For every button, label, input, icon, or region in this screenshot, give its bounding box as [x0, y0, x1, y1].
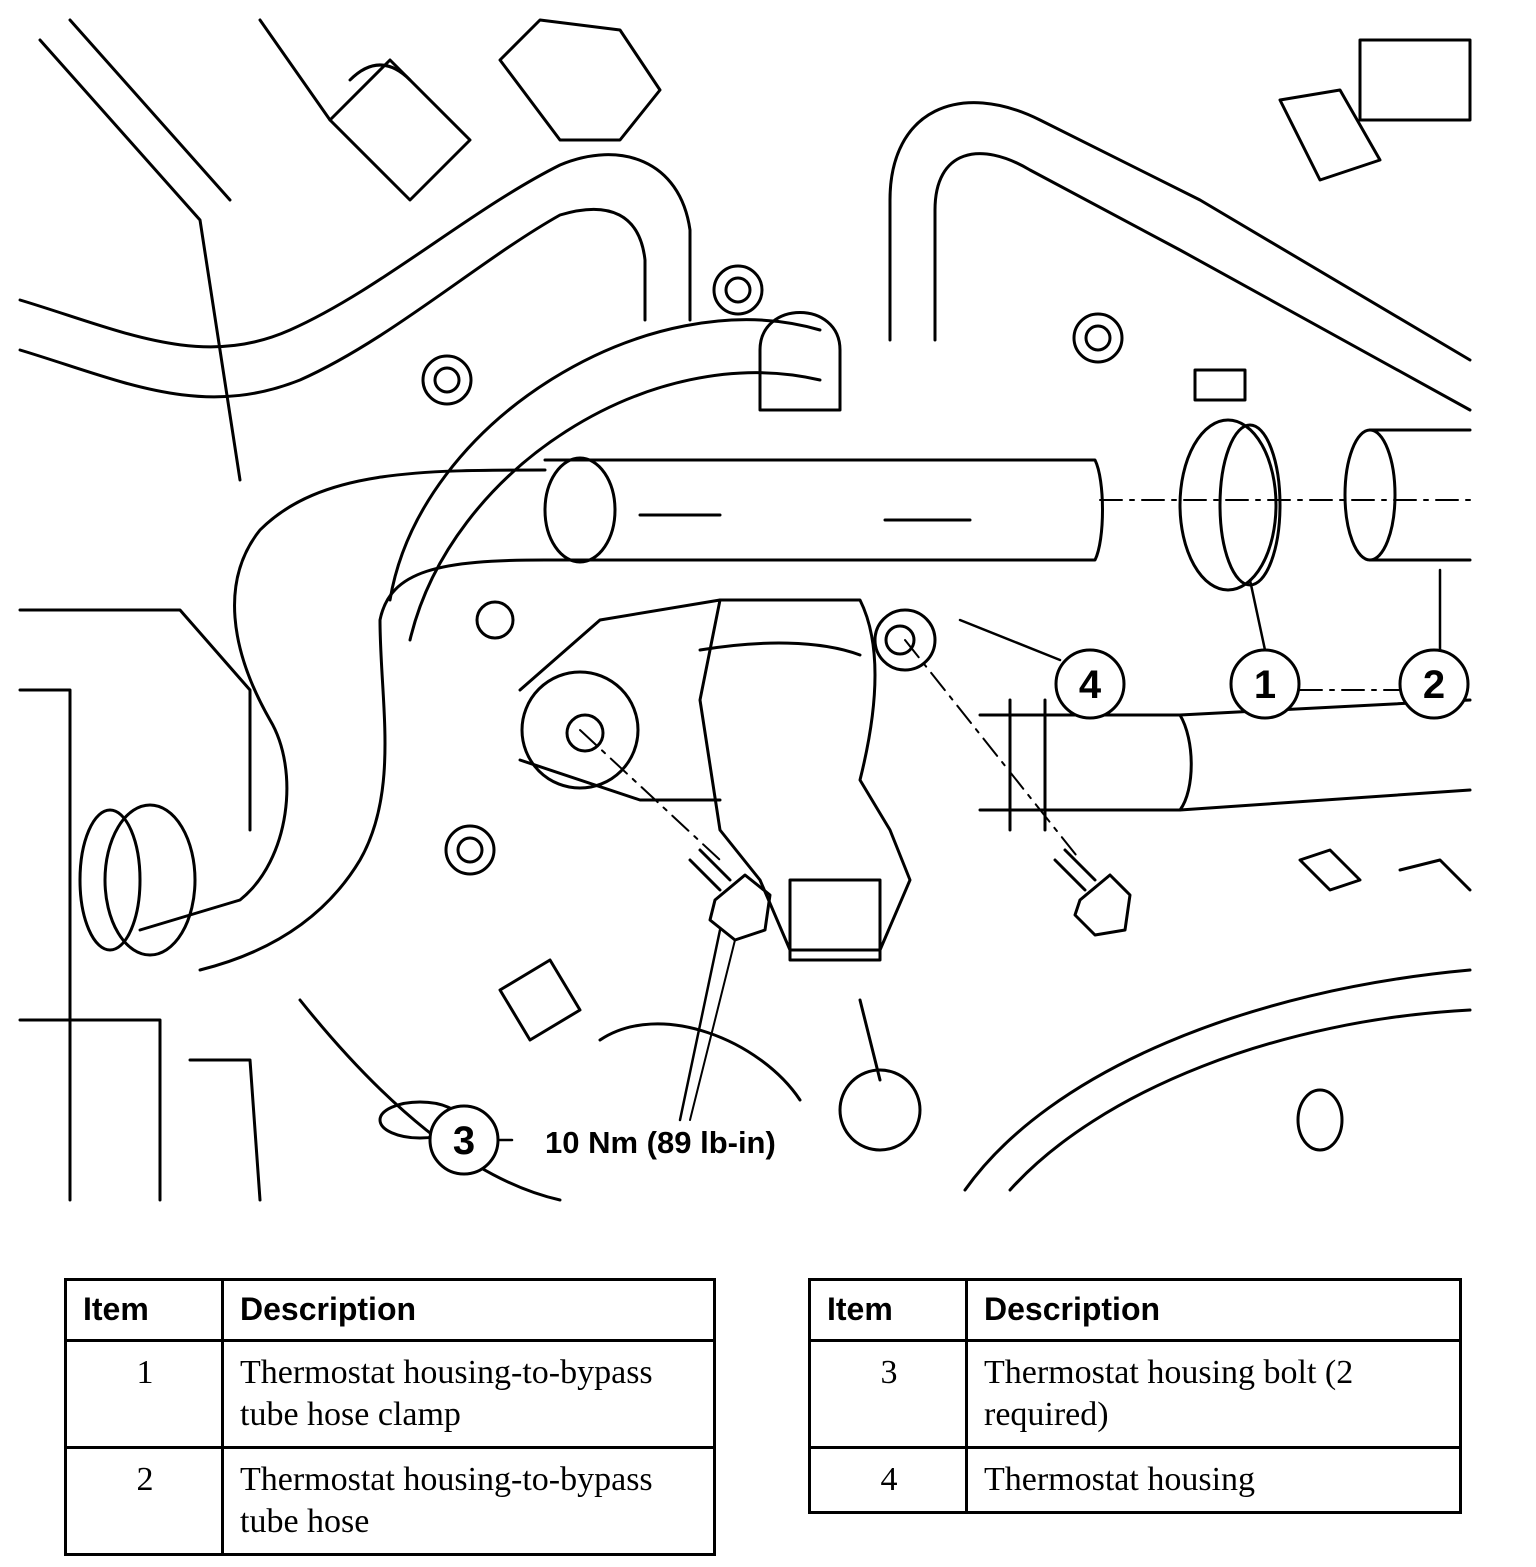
- torque-spec: 10 Nm (89 lb-in): [545, 1125, 776, 1160]
- engine-illustration: 1 2 3 4 10 Nm (89 lb-in): [18, 18, 1472, 1202]
- header-item: Item: [64, 1278, 224, 1342]
- legend-table-left: Item Description 1 Thermostat housing-to…: [64, 1278, 716, 1556]
- table-row: 1 Thermostat housing-to-bypass tube hose…: [64, 1339, 716, 1449]
- callout-2: 2: [1398, 648, 1470, 720]
- header-description: Description: [965, 1278, 1462, 1342]
- callout-1: 1: [1229, 648, 1301, 720]
- table-row: 2 Thermostat housing-to-bypass tube hose: [64, 1446, 716, 1556]
- table-row: 4 Thermostat housing: [808, 1446, 1462, 1514]
- item-number: 4: [808, 1446, 968, 1514]
- callout-2-label: 2: [1423, 663, 1445, 707]
- item-description: Thermostat housing bolt (2 required): [965, 1339, 1462, 1449]
- header-item: Item: [808, 1278, 968, 1342]
- table-header-row: Item Description: [64, 1278, 716, 1342]
- table-header-row: Item Description: [808, 1278, 1462, 1342]
- table-row: 3 Thermostat housing bolt (2 required): [808, 1339, 1462, 1449]
- item-number: 3: [808, 1339, 968, 1449]
- item-description: Thermostat housing-to-bypass tube hose: [221, 1446, 716, 1556]
- legend-table-right: Item Description 3 Thermostat housing bo…: [808, 1278, 1462, 1514]
- callout-4: 4: [1054, 648, 1126, 720]
- callout-4-label: 4: [1079, 663, 1102, 707]
- callout-3: 3: [428, 1104, 500, 1176]
- callout-1-label: 1: [1254, 663, 1276, 707]
- item-number: 1: [64, 1339, 224, 1449]
- item-description: Thermostat housing: [965, 1446, 1462, 1514]
- header-description: Description: [221, 1278, 716, 1342]
- engine-line-art: [18, 18, 1472, 1202]
- item-number: 2: [64, 1446, 224, 1556]
- callout-3-label: 3: [453, 1119, 475, 1163]
- item-description: Thermostat housing-to-bypass tube hose c…: [221, 1339, 716, 1449]
